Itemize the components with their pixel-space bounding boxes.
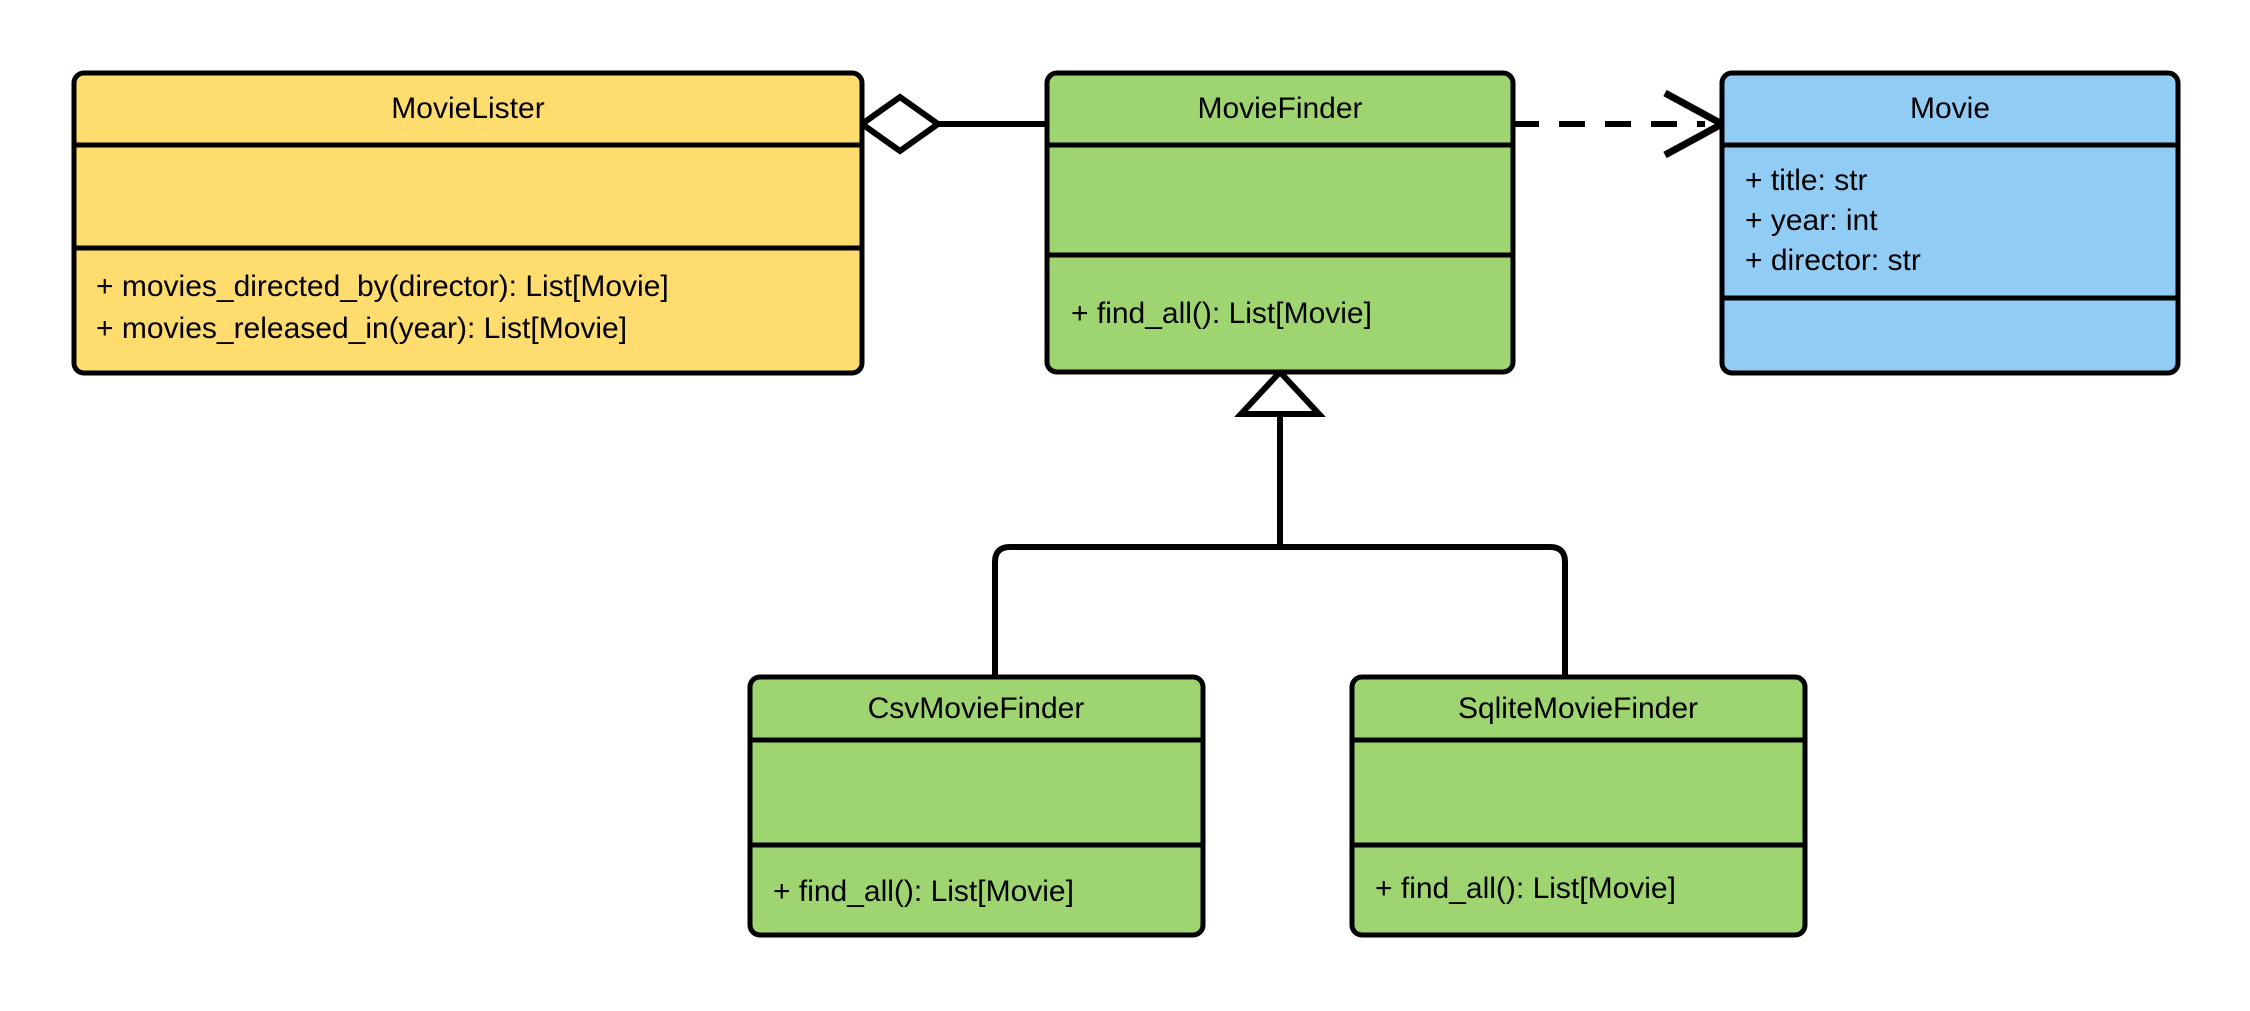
class-attribute-movie-1: + year: int [1745, 204, 1878, 237]
class-method-movie-lister-1: + movies_released_in(year): List[Movie] [96, 312, 627, 345]
class-box-sqlite-movie-finder[interactable]: SqliteMovieFinder + find_all(): List[Mov… [1349, 674, 1808, 938]
class-method-sqlite-movie-finder-0: + find_all(): List[Movie] [1375, 872, 1676, 905]
class-body-movie-finder [1044, 70, 1516, 375]
class-box-movie-lister[interactable]: MovieLister + movies_directed_by(directo… [71, 70, 865, 376]
class-name-movie-finder: MovieFinder [1197, 92, 1362, 125]
class-box-movie[interactable]: Movie + title: str + year: int + directo… [1719, 70, 2181, 376]
class-name-movie: Movie [1910, 92, 1990, 125]
relationship-aggregation-lister-finder[interactable] [856, 93, 1047, 155]
class-method-movie-lister-0: + movies_directed_by(director): List[Mov… [96, 270, 669, 303]
class-box-csv-movie-finder[interactable]: CsvMovieFinder + find_all(): List[Movie] [747, 674, 1206, 938]
class-method-movie-finder-0: + find_all(): List[Movie] [1071, 297, 1372, 330]
relationship-generalization-subclasses-finder[interactable] [992, 367, 1568, 680]
class-attribute-movie-2: + director: str [1745, 244, 1921, 277]
class-body-movie-lister [71, 70, 865, 376]
class-name-sqlite-movie-finder: SqliteMovieFinder [1458, 692, 1698, 725]
relationship-dependency-finder-movie[interactable] [1513, 89, 1730, 159]
class-method-csv-movie-finder-0: + find_all(): List[Movie] [773, 875, 1074, 908]
class-box-movie-finder[interactable]: MovieFinder + find_all(): List[Movie] [1044, 70, 1516, 375]
class-name-movie-lister: MovieLister [391, 92, 544, 125]
class-name-csv-movie-finder: CsvMovieFinder [868, 692, 1085, 725]
class-attribute-movie-0: + title: str [1745, 164, 1868, 197]
